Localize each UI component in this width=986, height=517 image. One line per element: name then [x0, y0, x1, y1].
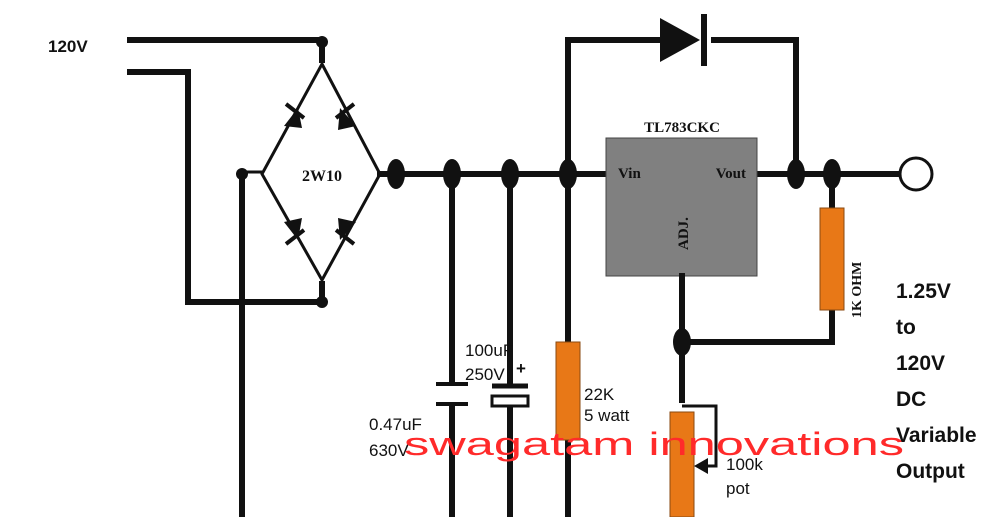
output-line-3: 120V — [896, 352, 945, 375]
potentiometer — [669, 404, 718, 517]
bridge-diode-3 — [284, 218, 306, 246]
adj-network: 1K OHM — [673, 171, 865, 403]
input-voltage-label: 120V — [48, 37, 88, 56]
output-terminal — [898, 156, 934, 192]
bridge-diode-2 — [334, 102, 356, 130]
r1-value: 22K — [584, 385, 615, 404]
bridge-label: 2W10 — [302, 168, 342, 185]
vin-label: Vin — [618, 166, 641, 182]
c2-polarity: + — [516, 359, 526, 378]
bridge-diode-4 — [334, 218, 356, 246]
junction-dot — [673, 328, 691, 356]
output-range-label: 1.25V to 120V DC Variable Output — [896, 280, 977, 483]
resistor-r1 — [555, 171, 581, 517]
capacitor-c1 — [436, 171, 468, 517]
watermark-text: swagatam innovations — [404, 426, 904, 462]
regulator-part-label: TL783CKC — [644, 120, 720, 136]
c2-voltage: 250V — [465, 365, 505, 384]
pot-type: pot — [726, 479, 750, 498]
c2-value: 100uF — [465, 341, 513, 360]
adj-label: ADJ. — [676, 217, 692, 250]
resistor-r2 — [819, 207, 845, 311]
vout-label: Vout — [716, 166, 746, 182]
pot-value: 100k — [726, 455, 763, 474]
r1-power: 5 watt — [584, 406, 630, 425]
protection-diode — [565, 14, 799, 177]
junction-dot — [316, 296, 328, 308]
junction-dot — [236, 168, 248, 180]
output-line-2: to — [896, 316, 916, 339]
capacitor-c2 — [490, 171, 530, 517]
output-line-5: Variable — [896, 424, 977, 447]
bridge-rectifier: 2W10 — [236, 36, 382, 308]
output-line-6: Output — [896, 460, 965, 483]
c1-value: 0.47uF — [369, 415, 422, 434]
output-line-1: 1.25V — [896, 280, 951, 303]
bridge-diode-1 — [284, 102, 306, 128]
regulator-tl783: TL783CKC Vin Vout ADJ. — [605, 120, 758, 277]
c1-voltage: 630V — [369, 441, 409, 460]
junction-dot — [387, 159, 405, 189]
junction-dot — [316, 36, 328, 48]
output-line-4: DC — [896, 388, 926, 411]
r2-label: 1K OHM — [850, 262, 865, 318]
